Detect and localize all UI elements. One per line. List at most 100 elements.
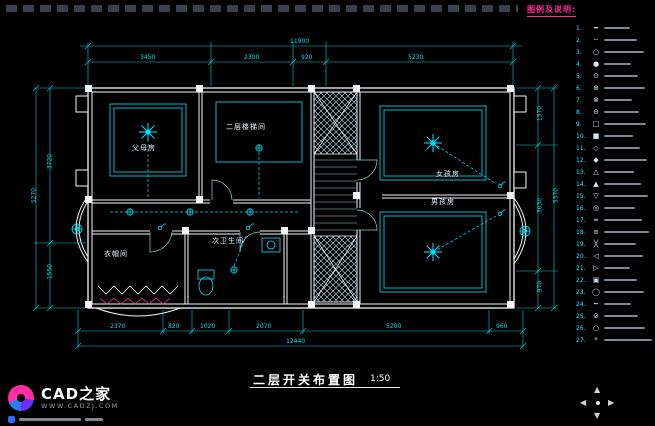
legend-item-number: 5. <box>576 72 582 80</box>
pan-down-arrow-icon[interactable]: ▼ <box>594 411 601 420</box>
legend-item: 3. ○ <box>576 46 652 58</box>
legend-item-desc <box>604 134 633 138</box>
legend-item-desc <box>604 242 636 246</box>
legend-item-number: 14. <box>576 180 586 188</box>
legend-item-desc <box>604 86 645 90</box>
lamp-icon <box>255 144 263 152</box>
legend-item-desc <box>604 182 641 186</box>
legend-item-symbol-icon: ⊗ <box>593 95 599 104</box>
room-label-stair: 二层楼梯间 <box>226 123 266 131</box>
legend-item-desc <box>604 206 635 210</box>
room-label-parents: 父母房 <box>132 144 156 152</box>
legend-item: 12.◆ <box>576 154 652 166</box>
legend-item-desc <box>604 50 644 54</box>
legend-item-desc <box>604 266 630 270</box>
dim-label: 920 <box>301 54 313 61</box>
door-swings <box>149 159 378 253</box>
dim-label: 2300 <box>244 54 260 61</box>
dim-label: 5200 <box>386 323 402 330</box>
pan-up-arrow-icon[interactable]: ▲ <box>594 385 601 394</box>
legend-item: 1. ━ <box>576 22 652 34</box>
legend-item-symbol-icon: ▽ <box>593 191 599 200</box>
legend-item: 24.┅ <box>576 298 652 310</box>
legend-item-desc <box>604 194 648 198</box>
site-logo[interactable]: CAD之家 WWW.CADZJ.COM <box>8 385 119 411</box>
partner-icon <box>8 416 15 423</box>
legend-item-number: 3. <box>576 48 582 56</box>
legend-item-number: 2. <box>576 36 582 44</box>
brand-site-url: WWW.CADZJ.COM <box>41 402 119 411</box>
fixtures <box>97 237 281 305</box>
legend-item-number: 15. <box>576 192 586 200</box>
drawing-scale: 1:50 <box>370 374 391 384</box>
legend-item-symbol-icon: ● <box>592 59 600 68</box>
legend-item-number: 13. <box>576 168 586 176</box>
legend-item-desc <box>604 218 642 222</box>
brand-flower-icon <box>8 385 34 411</box>
legend-item-desc <box>604 38 637 42</box>
legend-item-number: 10. <box>576 132 586 140</box>
switch-icon <box>497 181 507 189</box>
pan-right-arrow-icon[interactable]: ▶ <box>608 398 615 407</box>
legend-item-desc <box>604 278 637 282</box>
legend-item: 17.═ <box>576 214 652 226</box>
room-label-boy: 男孩房 <box>431 198 455 206</box>
legend-item-symbol-icon: ○ <box>592 47 600 56</box>
lamp-icon <box>186 208 194 216</box>
legend-item-number: 21. <box>576 264 586 272</box>
legend-item: 13.△ <box>576 166 652 178</box>
dim-label: 3030 <box>536 197 544 214</box>
ceiling-outlines <box>109 101 487 293</box>
wall-columns <box>85 85 514 308</box>
legend-item-desc <box>604 230 649 234</box>
legend-item-desc <box>604 26 630 30</box>
legend-item-number: 17. <box>576 216 586 224</box>
brand-name: CAD之家 <box>41 384 112 403</box>
legend-item-symbol-icon: ▣ <box>592 275 600 284</box>
legend-item: 8. ⊖ <box>576 106 652 118</box>
pan-center-dot <box>596 401 600 405</box>
pan-left-arrow-icon[interactable]: ◀ <box>580 398 587 407</box>
ceiling-fan-icon <box>138 122 158 142</box>
pan-compass-icon[interactable]: ▲ ▼ ◀ ▶ <box>578 386 618 422</box>
legend-item-number: 8. <box>576 108 582 116</box>
legend-item-symbol-icon: ▷ <box>593 263 599 272</box>
lamp-icon <box>246 208 254 216</box>
ceiling-fan-icon <box>423 133 443 153</box>
legend-item-symbol-icon: * <box>594 335 598 344</box>
dim-label: 970 <box>536 280 544 293</box>
legend-item-number: 1. <box>576 24 582 32</box>
legend-item-symbol-icon: ≡ <box>593 227 599 236</box>
legend-item-number: 22. <box>576 276 586 284</box>
dimension-lines <box>32 42 558 350</box>
room-label-girl: 女孩房 <box>436 170 460 178</box>
lamp-icon <box>126 208 134 216</box>
legend-item: 5.⊙ <box>576 70 652 82</box>
dim-label: 2070 <box>256 323 272 330</box>
switch-icon <box>245 223 255 231</box>
dim-label: 960 <box>496 323 508 330</box>
legend-item-symbol-icon: ⊖ <box>593 107 599 116</box>
lamp-icon <box>230 266 238 274</box>
switch-icon <box>497 209 507 217</box>
legend-item: 21. ▷ <box>576 262 652 274</box>
partner-text-smudge <box>19 418 81 421</box>
legend-item-desc <box>604 314 638 318</box>
legend-item-symbol-icon: ■ <box>592 131 600 140</box>
legend-item: 18.≡ <box>576 226 652 238</box>
legend-item-symbol-icon: ━ <box>593 23 599 32</box>
dim-label: 820 <box>168 323 180 330</box>
legend-item-number: 24. <box>576 300 586 308</box>
ceiling-fan-icon <box>423 242 443 262</box>
legend-item-number: 20. <box>576 252 586 260</box>
legend-item-number: 19. <box>576 240 586 248</box>
legend-item: 27.* <box>576 334 652 346</box>
legend-item-number: 25. <box>576 312 586 320</box>
legend-item-desc <box>604 110 639 114</box>
legend-item-desc <box>604 290 644 294</box>
dim-label: 3450 <box>140 54 156 61</box>
dim-label: 12440 <box>286 338 306 345</box>
legend-item: 2.┄ <box>576 34 652 46</box>
legend-item: 7.⊗ <box>576 94 652 106</box>
